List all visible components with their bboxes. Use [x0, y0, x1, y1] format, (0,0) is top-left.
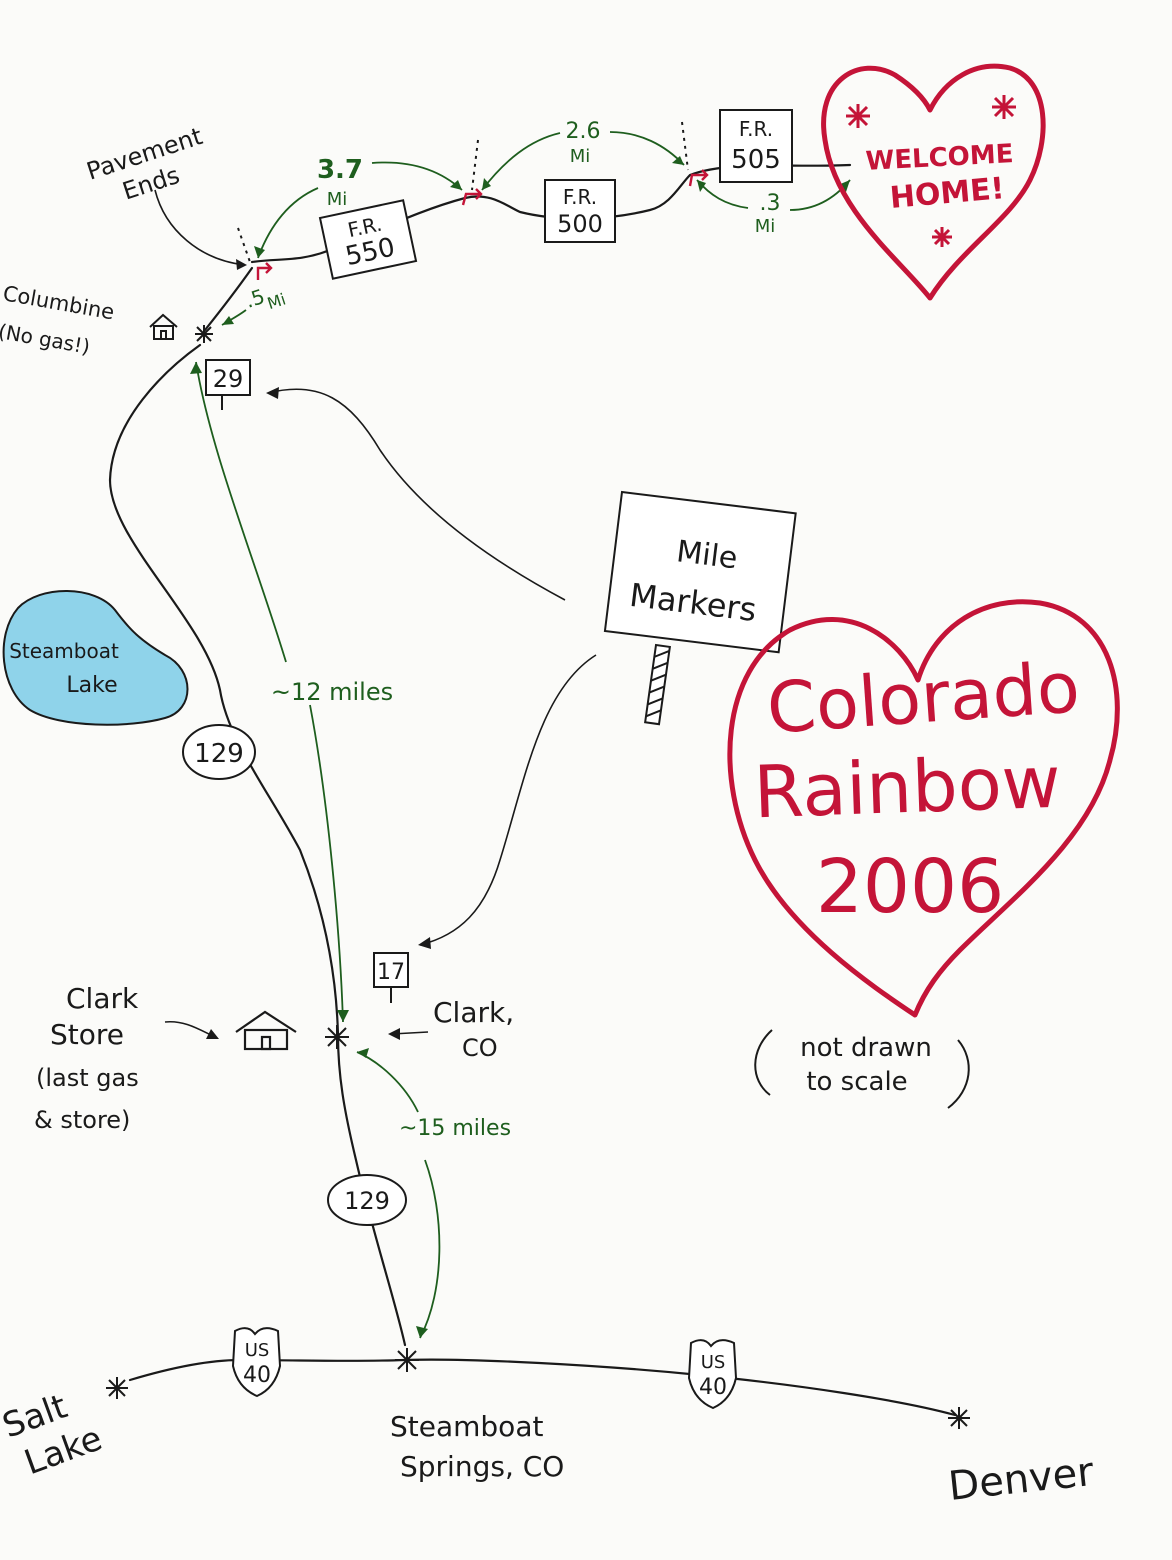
mile-marker-29-label: 29	[213, 365, 244, 393]
hwy-129-upper-label: 129	[194, 739, 244, 769]
clark-store-line3: (last gas	[36, 1064, 139, 1092]
welcome-home-heart: WELCOME HOME!	[821, 63, 1046, 301]
us-40-left-line2: 40	[243, 1363, 271, 1388]
mile-marker-17-label: 17	[377, 960, 405, 985]
turn-arrow-505-icon	[688, 169, 709, 187]
clark-junction-icon	[325, 1025, 349, 1049]
mile-marker-17: 17	[373, 952, 409, 1003]
dist-2-6-value: 2.6	[566, 119, 601, 144]
dist-3-7-value: 3.7	[317, 155, 363, 185]
clark-store-house-icon	[235, 1010, 297, 1051]
clark-co-line2: CO	[462, 1034, 498, 1062]
steamboat-springs-line1: Steamboat	[390, 1410, 543, 1443]
mile-marker-29: 29	[205, 359, 251, 410]
sign-fr550: F.R. 550	[318, 199, 418, 280]
red-turn-arrows	[256, 169, 709, 280]
turn-mark-500	[471, 139, 479, 191]
clark-store-line4: & store)	[34, 1106, 130, 1134]
title-line2: Rainbow	[752, 740, 1062, 835]
turn-mark-550	[237, 227, 251, 263]
hwy-129-shield-lower: 129	[327, 1174, 407, 1226]
us-40-right-line1: US	[701, 1352, 726, 1373]
lake-label-line1: Steamboat	[9, 639, 119, 663]
title-line3: 2006	[816, 844, 1004, 930]
us-40-shield-right: US 40	[687, 1339, 738, 1410]
turn-marks	[237, 121, 689, 263]
salt-lake-junction-icon	[106, 1377, 128, 1399]
mile-markers-sign: Mile Markers	[603, 490, 797, 726]
sign-fr505-line2: 505	[731, 145, 781, 175]
sign-fr500-line2: 500	[557, 210, 603, 238]
mile-markers-post-icon	[644, 643, 671, 726]
columbine-line1: Columbine	[1, 281, 116, 324]
clark-store-line2: Store	[50, 1018, 124, 1051]
columbine-house-icon	[149, 313, 178, 340]
columbine-line2: (No gas!)	[0, 319, 92, 359]
sign-fr505: F.R. 505	[719, 109, 793, 183]
turn-arrow-550-icon	[256, 262, 273, 280]
us-40-shield-left: US 40	[231, 1327, 282, 1398]
columbine-junction-icon	[195, 325, 213, 343]
turn-mark-505	[681, 121, 689, 171]
dist-0-5-value: .5	[242, 284, 268, 313]
green-arrowheads	[190, 156, 850, 1338]
dist-2-6-unit: Mi	[570, 146, 591, 167]
us-40-right-line2: 40	[699, 1375, 727, 1400]
pointer-arrows	[154, 189, 597, 1040]
dist-3-7-unit: Mi	[327, 189, 348, 210]
title-line1: Colorado	[764, 646, 1082, 750]
dist-0-5-unit: Mi	[265, 290, 288, 314]
dist-12-miles: ~12 miles	[271, 678, 393, 706]
asterisk-decor-icons	[846, 95, 1016, 247]
steamboat-springs-line2: Springs, CO	[400, 1450, 564, 1483]
sign-fr505-line1: F.R.	[739, 117, 773, 141]
denver-label: Denver	[946, 1449, 1096, 1510]
hwy-129-lower-label: 129	[344, 1187, 390, 1215]
note-line2: to scale	[806, 1067, 907, 1097]
dist-0-3-value: .3	[760, 191, 781, 216]
clark-co-line1: Clark,	[433, 996, 514, 1029]
sign-fr500: F.R. 500	[544, 179, 616, 243]
steamboat-junction-icon	[395, 1348, 419, 1372]
colorado-rainbow-heart: Colorado Rainbow 2006	[727, 599, 1120, 1018]
hwy-129-road	[108, 343, 407, 1347]
not-to-scale-note: not drawn to scale	[754, 1029, 970, 1109]
mile-markers-line1: Mile	[675, 534, 740, 576]
note-line1: not drawn	[800, 1033, 932, 1063]
us-40-left-line1: US	[245, 1340, 270, 1361]
denver-junction-icon	[948, 1407, 970, 1429]
hwy-129-shield-upper: 129	[182, 724, 256, 780]
lake-label-line2: Lake	[66, 673, 117, 698]
sign-fr500-line1: F.R.	[563, 185, 597, 209]
junction-markers	[106, 325, 970, 1429]
steamboat-lake: Steamboat Lake	[2, 590, 189, 726]
distance-arrows	[190, 131, 851, 1339]
columbine-road	[203, 266, 254, 332]
welcome-line2: HOME!	[889, 171, 1006, 216]
dist-15-miles: ~15 miles	[399, 1116, 511, 1141]
clark-store-line1: Clark	[66, 982, 139, 1015]
turn-arrow-500-icon	[461, 188, 483, 206]
dist-0-3-unit: Mi	[755, 216, 776, 237]
